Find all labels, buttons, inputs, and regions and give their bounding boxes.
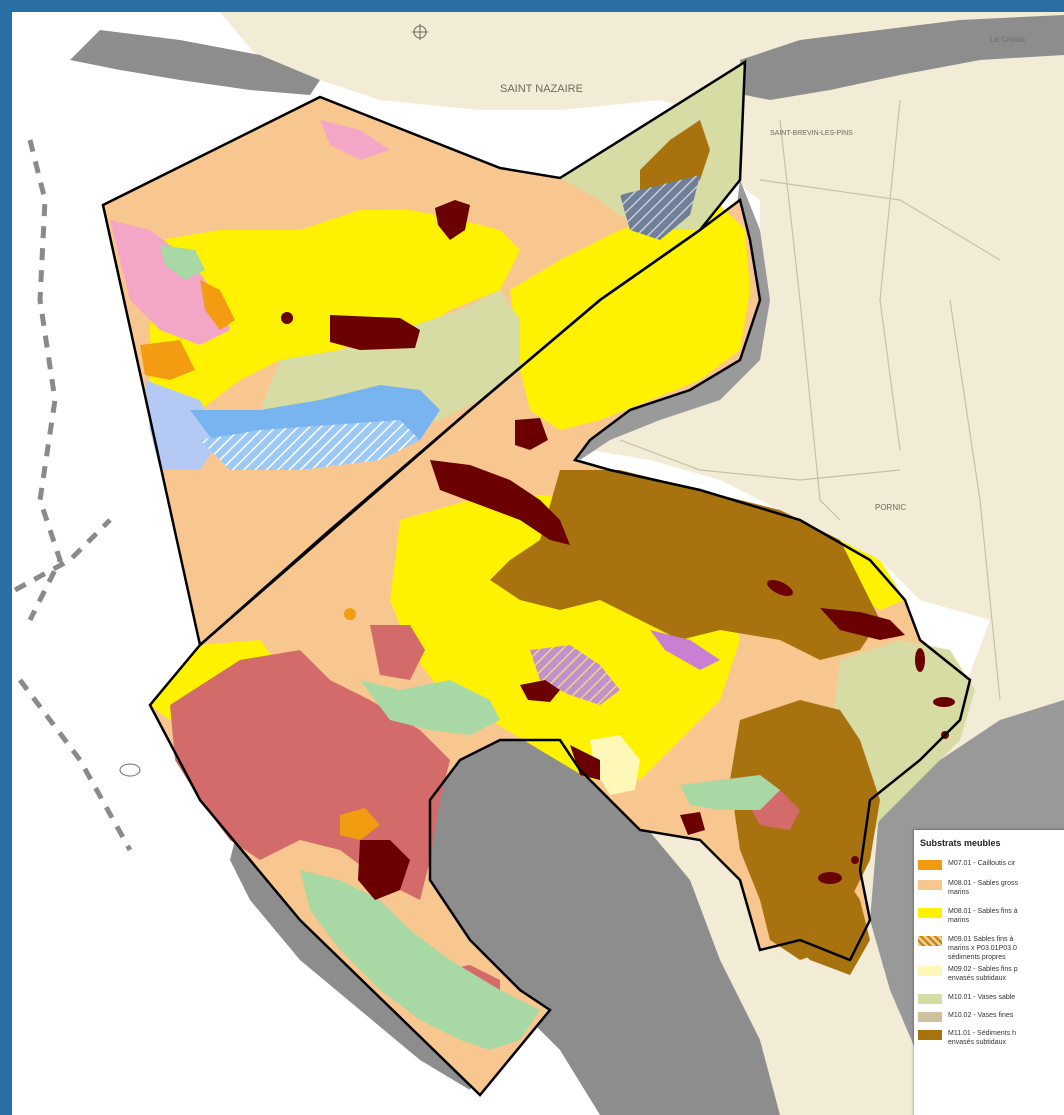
legend-swatch	[918, 908, 942, 918]
legend-label: M11.01 - Sédiments h envasés subtidaux	[948, 1030, 1016, 1046]
fine-sand-northeast[interactable]	[510, 205, 750, 430]
dark-red-ellipse-2[interactable]	[915, 648, 925, 672]
legend-swatch	[918, 1012, 942, 1022]
dark-red-patch-3[interactable]	[430, 460, 570, 545]
pink-zone-north[interactable]	[320, 120, 390, 160]
coastal-shelf-grey	[570, 180, 770, 460]
green-zone-coastal[interactable]	[680, 775, 780, 810]
light-blue-zone[interactable]	[145, 380, 220, 470]
green-zone-south[interactable]	[300, 870, 540, 1050]
legend-swatch	[918, 860, 942, 870]
dark-red-patch-8[interactable]	[570, 745, 600, 780]
legend-label: M09.02 - Sables fins p envasés subtidaux	[948, 966, 1018, 982]
coast-dashes	[13, 139, 133, 852]
sediment-map[interactable]: SAINT NAZAIRE SAINT-BREVIN-LES-PINS PORN…	[12, 12, 1064, 1115]
legend-swatch	[918, 880, 942, 890]
legend-swatch	[918, 1030, 942, 1040]
place-label-saint-brevin: SAINT-BREVIN-LES-PINS	[770, 130, 853, 137]
dark-red-ellipse-4[interactable]	[818, 872, 842, 884]
place-label-pornic: PORNIC	[875, 503, 906, 512]
pebble-zone-nw2[interactable]	[200, 280, 235, 330]
legend-label: M10.02 - Vases fines	[948, 1012, 1014, 1019]
legend-label: M09.01 Sables fins à marins x P03.01P03.…	[948, 936, 1017, 961]
rose-zone-southwest[interactable]	[170, 650, 450, 900]
place-label-saint-nazaire: SAINT NAZAIRE	[500, 83, 583, 95]
study-area-outline-south	[148, 197, 972, 1097]
legend-swatch	[918, 966, 942, 976]
road-network	[619, 99, 1001, 701]
depth-sounding-icon	[119, 763, 141, 777]
dark-red-patch-7[interactable]	[358, 840, 410, 900]
legend-title: Substrats meubles	[920, 838, 1001, 848]
place-label-le-croisic: Le Croisic	[990, 35, 1026, 44]
southern-basin-grey	[410, 720, 780, 1115]
dark-red-patch-4[interactable]	[515, 418, 548, 450]
dark-red-ellipse-3[interactable]	[933, 697, 955, 707]
rose-zone-central[interactable]	[370, 625, 425, 680]
map-legend: Substrats meubles M07.01 - Cailloutis ci…	[914, 830, 1064, 1115]
legend-label: M08.01 - Sables fins à marins	[948, 908, 1018, 924]
legend-label: M07.01 - Cailloutis cir	[948, 860, 1016, 867]
compass-rose-icon	[412, 24, 428, 40]
muddy-sediment-tail[interactable]	[780, 870, 870, 975]
muddy-sediment-south[interactable]	[490, 470, 880, 660]
map-canvas: SAINT NAZAIRE SAINT-BREVIN-LES-PINS PORN…	[12, 12, 1064, 1115]
dark-red-dot-3[interactable]	[281, 312, 293, 324]
pebble-dot[interactable]	[344, 608, 356, 620]
violet-hatched-zone[interactable]	[530, 645, 620, 705]
dark-red-patch-2[interactable]	[435, 200, 470, 240]
legend-swatch	[918, 994, 942, 1004]
legend-label: M10.01 - Vases sable	[948, 994, 1016, 1001]
pink-zone-nw[interactable]	[110, 220, 230, 345]
pale-sand-zone[interactable]	[590, 735, 640, 795]
dark-red-ellipse-1[interactable]	[765, 577, 795, 600]
legend-swatch	[918, 936, 942, 946]
estuary-channel	[740, 15, 1064, 100]
dark-red-patch-6[interactable]	[520, 680, 560, 702]
fine-sand-north[interactable]	[150, 210, 520, 420]
legend-label: M08.01 - Sables gross marins	[948, 880, 1019, 896]
dark-red-patch-9[interactable]	[680, 812, 705, 835]
dark-red-dot-1[interactable]	[851, 856, 859, 864]
hatched-north[interactable]	[620, 175, 700, 240]
sandy-mud-central[interactable]	[260, 290, 520, 430]
pebble-zone-south[interactable]	[340, 808, 380, 840]
green-zone-nw[interactable]	[160, 245, 205, 280]
muddy-sediment-north[interactable]	[640, 120, 710, 190]
dark-red-patch-5[interactable]	[820, 608, 905, 640]
blue-hatched-zone[interactable]	[200, 420, 420, 470]
sandy-mud-north[interactable]	[560, 62, 745, 230]
violet-zone[interactable]	[650, 630, 720, 670]
green-zone-central[interactable]	[360, 680, 500, 735]
north-shore-channel	[70, 30, 320, 95]
pebble-zone-nw[interactable]	[140, 340, 195, 380]
dark-red-patch-1[interactable]	[330, 315, 420, 350]
